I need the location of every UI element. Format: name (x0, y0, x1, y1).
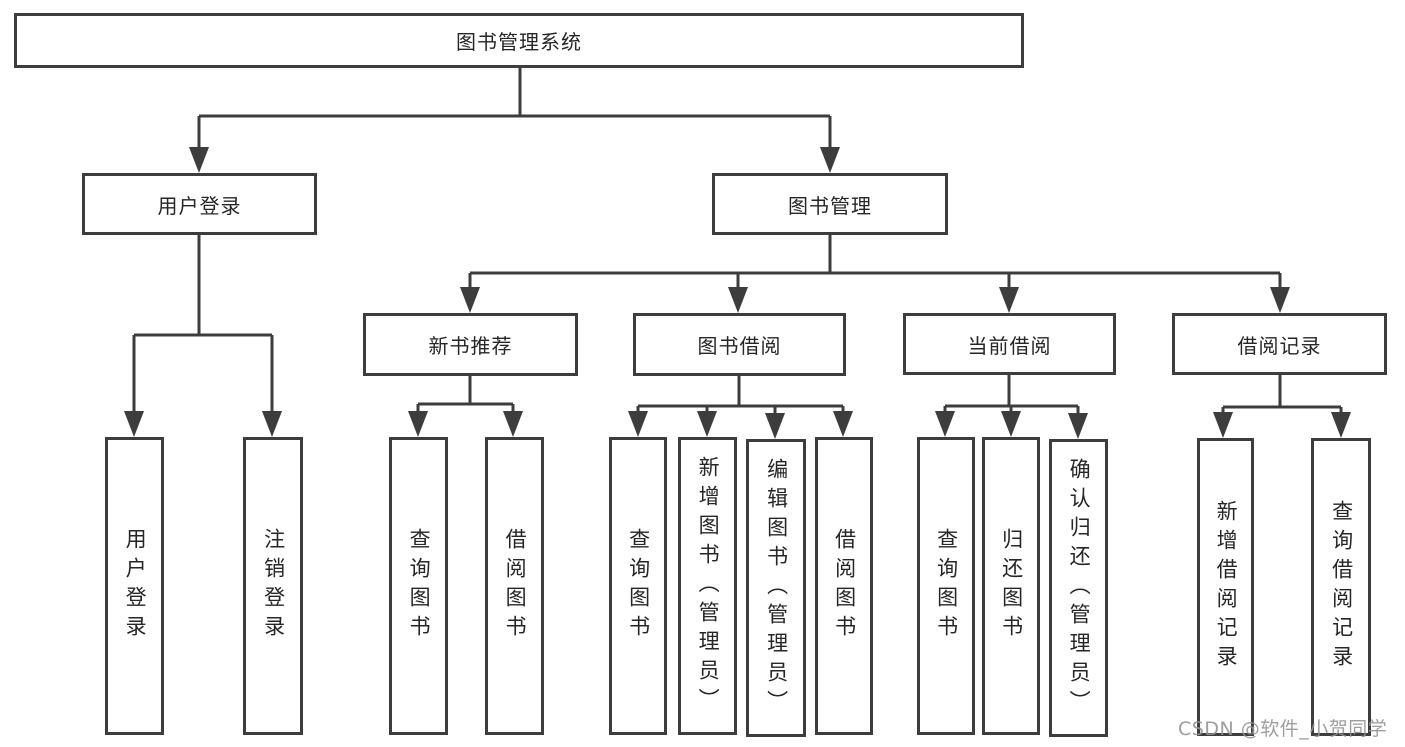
node-current-borrowing: 当前借阅 (903, 313, 1116, 375)
leaf-query-books-current: 查询图书 (917, 437, 975, 735)
arrowheads-level3 (460, 287, 1290, 313)
node-user-login: 用户登录 (82, 173, 317, 235)
leaf-query-books-borrow: 查询图书 (609, 437, 667, 735)
arrowheads-new-book-children (408, 411, 523, 437)
connector-borrow-record-children (1221, 375, 1343, 417)
leaf-label: 归还图书 (999, 528, 1024, 644)
node-label: 当前借阅 (967, 333, 1052, 358)
node-book-borrowing: 图书借阅 (633, 313, 846, 376)
leaf-label: 查询图书 (407, 528, 432, 644)
arrowheads-book-borrow-children (628, 411, 853, 439)
leaf-label: 确认归还（管理员） (1067, 457, 1092, 719)
arrowhead-borrow-record (1270, 287, 1290, 313)
node-borrowing-records: 借阅记录 (1172, 313, 1387, 375)
connector-book-mgmt-children (468, 235, 1282, 292)
leaf-label: 查询图书 (934, 528, 959, 644)
node-label: 图书管理 (788, 193, 872, 218)
leaf-borrow-books-recommend: 借阅图书 (485, 437, 544, 735)
connector-root-to-level2 (197, 68, 832, 150)
leaf-label: 新增借阅记录 (1214, 500, 1239, 674)
connector-cur-borrow-children (943, 375, 1080, 418)
leaf-query-books-recommend: 查询图书 (389, 437, 448, 735)
leaf-edit-books-admin: 编辑图书（管理员） (746, 439, 806, 737)
node-label: 新书推荐 (428, 334, 513, 358)
leaf-label: 查询借阅记录 (1329, 500, 1354, 674)
leaf-add-books-admin: 新增图书（管理员） (678, 437, 737, 735)
leaf-label: 用户登录 (123, 528, 148, 644)
leaf-label: 编辑图书（管理员） (764, 457, 789, 719)
node-label: 借阅记录 (1237, 333, 1322, 358)
arrowhead-cur-borrow (999, 287, 1019, 313)
node-new-book-recommendation: 新书推荐 (363, 313, 578, 376)
connector-new-book-children (416, 376, 515, 414)
node-library-management-system: 图书管理系统 (14, 13, 1024, 68)
arrowheads-cur-borrow-children (935, 411, 1088, 439)
csdn-watermark: CSDN @软件_小贺同学 (1178, 718, 1388, 740)
node-book-management: 图书管理 (712, 173, 948, 235)
arrowheads-level2 (189, 147, 840, 173)
leaf-logout: 注销登录 (243, 437, 303, 735)
leaf-user-login: 用户登录 (105, 437, 164, 735)
arrowhead-book-borrow (728, 287, 748, 313)
connector-user-login-children (132, 235, 274, 414)
node-label: 图书管理系统 (456, 30, 582, 54)
leaf-return-books: 归还图书 (982, 437, 1040, 735)
arrowhead-new-book (460, 287, 480, 313)
leaf-label: 借阅图书 (832, 528, 857, 644)
node-label: 用户登录 (157, 193, 242, 218)
leaf-borrow-books: 借阅图书 (815, 437, 873, 735)
connector-book-borrow-children (636, 376, 845, 416)
arrowhead-book-mgmt (820, 147, 840, 173)
arrowhead-user-login (189, 147, 209, 173)
leaf-confirm-return-admin: 确认归还（管理员） (1049, 439, 1108, 737)
leaf-label: 新增图书（管理员） (696, 455, 721, 717)
leaf-query-borrow-record: 查询借阅记录 (1311, 438, 1371, 736)
arrowheads-borrow-record-children (1213, 412, 1351, 438)
leaf-add-borrow-record: 新增借阅记录 (1197, 438, 1254, 736)
node-label: 图书借阅 (697, 334, 782, 358)
arrowheads-user-login-children (124, 411, 282, 437)
leaf-label: 注销登录 (261, 528, 286, 644)
leaf-label: 借阅图书 (503, 528, 528, 644)
leaf-label: 查询图书 (626, 528, 651, 644)
